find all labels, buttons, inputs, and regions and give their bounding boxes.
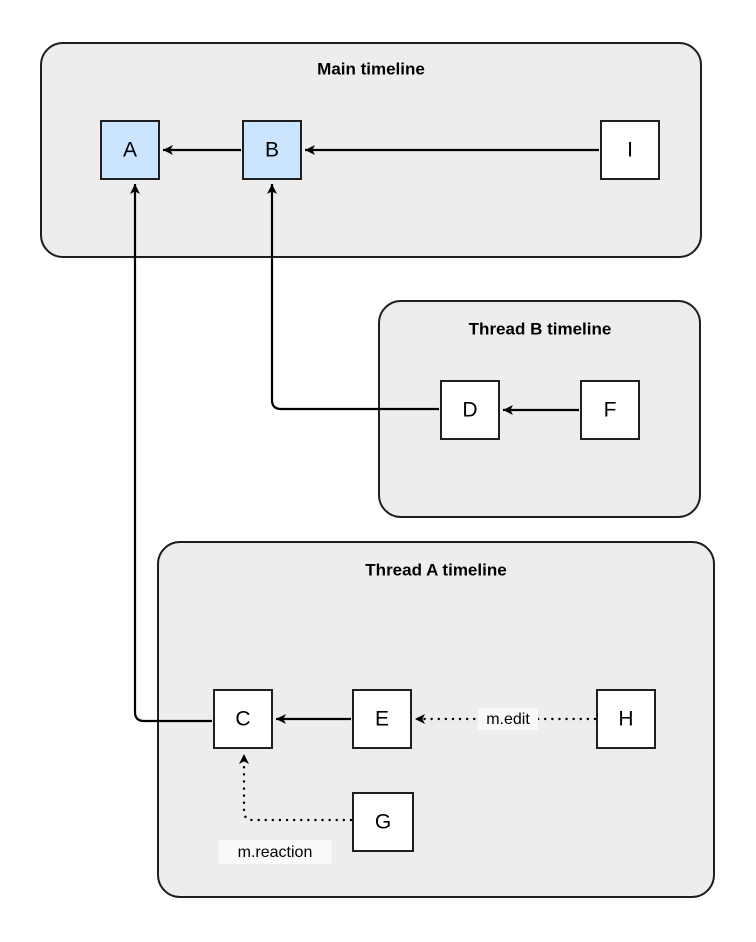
node-box-G[interactable] [352,792,414,852]
node-A[interactable]: A [100,120,160,180]
container-title-thread-b: Thread B timeline [469,319,612,338]
node-label-G: G [375,811,391,834]
node-box-F[interactable] [580,380,640,440]
node-label-A: A [123,139,137,162]
node-box-H[interactable] [596,689,656,749]
node-box-I[interactable] [600,120,660,180]
node-E[interactable]: E [352,689,412,749]
edge-C-to-A [130,184,212,723]
timeline-container-thread-a: Thread A timeline [157,541,715,898]
node-H[interactable]: H [596,689,656,749]
node-G[interactable]: G [352,792,414,852]
node-layer: A B I D F C E H G [100,120,660,852]
node-F[interactable]: F [580,380,640,440]
node-label-E: E [375,708,389,731]
node-D[interactable]: D [440,380,500,440]
node-label-F: F [604,399,617,422]
edge-label-text-G-to-C: m.reaction [238,844,313,861]
container-title-main: Main timeline [317,59,425,78]
edge-D-to-B [267,184,439,411]
node-label-D: D [462,399,477,422]
node-I[interactable]: I [600,120,660,180]
node-box-A[interactable] [100,120,160,180]
node-box-E[interactable] [352,689,412,749]
edge-label-H-to-E: m.edit [478,708,538,730]
node-box-B[interactable] [242,120,302,180]
node-label-C: C [235,708,250,731]
container-title-thread-a: Thread A timeline [365,560,506,579]
edge-label-background-G-to-C [218,840,332,864]
node-B[interactable]: B [242,120,302,180]
edge-layer [130,145,599,822]
container-shape-thread-a [157,541,715,898]
node-box-D[interactable] [440,380,500,440]
edge-label-background-H-to-E [478,708,538,730]
edge-G-to-C [239,752,353,822]
edge-label-layer: m.edit m.reaction [218,708,538,864]
edge-label-G-to-C: m.reaction [218,840,332,864]
edge-label-text-H-to-E: m.edit [486,711,530,728]
node-box-C[interactable] [213,689,273,749]
node-C[interactable]: C [213,689,273,749]
node-label-I: I [627,139,633,162]
node-label-B: B [265,139,279,162]
node-label-H: H [618,708,633,731]
